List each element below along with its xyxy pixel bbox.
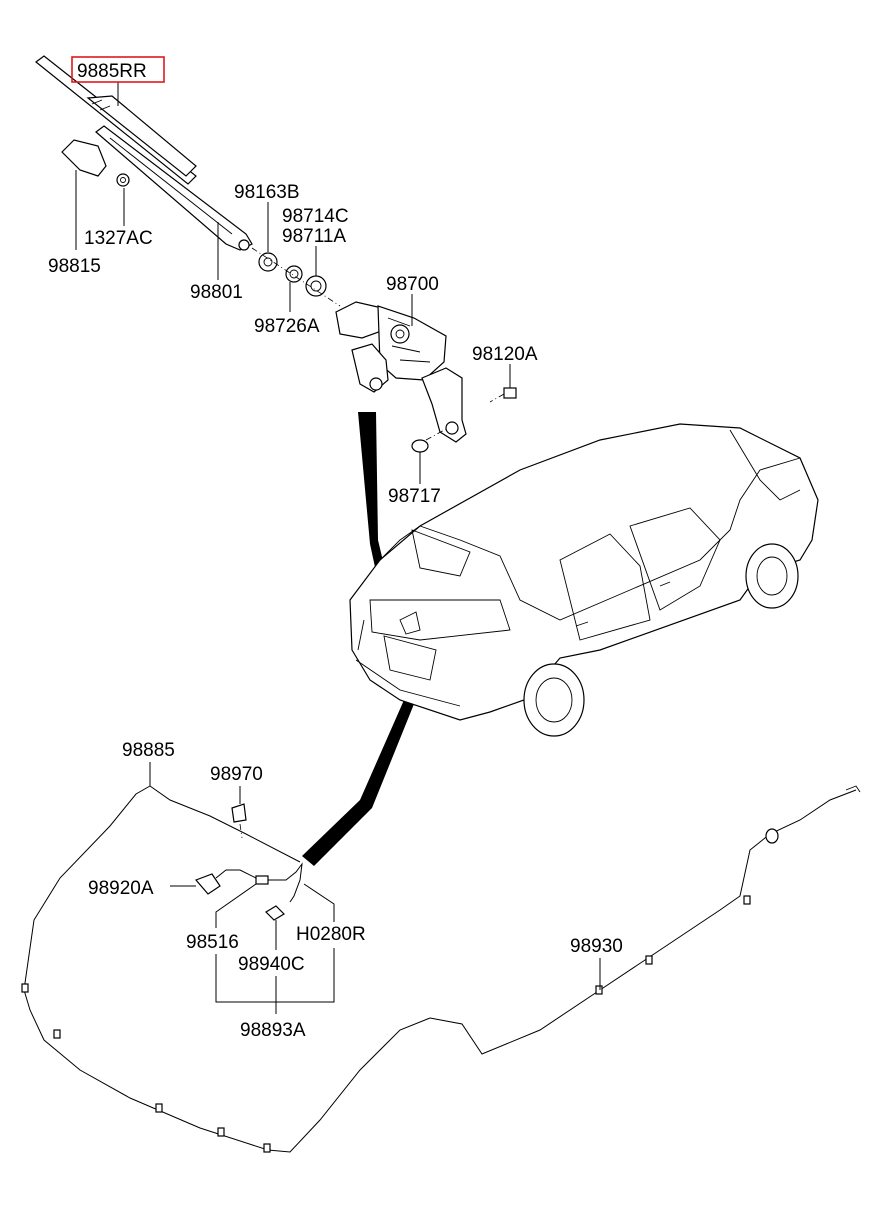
label-98516[interactable]: 98516 <box>186 932 239 953</box>
connector-98516[interactable] <box>255 875 269 885</box>
arm-cover[interactable] <box>61 139 107 177</box>
bolt-98120a[interactable] <box>489 387 517 403</box>
hose-98930[interactable] <box>429 785 861 1055</box>
label-98893a[interactable]: 98893A <box>240 1020 306 1041</box>
wiper-arm[interactable] <box>95 125 253 251</box>
label-98717[interactable]: 98717 <box>388 486 441 507</box>
label-98700[interactable]: 98700 <box>386 274 439 295</box>
label-98940c[interactable]: 98940C <box>238 954 305 975</box>
leader-lines <box>75 82 601 1014</box>
hose-98885[interactable] <box>21 785 431 1153</box>
nut-1327ac[interactable] <box>116 173 130 187</box>
wiper-motor[interactable] <box>335 301 467 443</box>
label-98714c[interactable]: 98714C <box>282 206 349 227</box>
label-98970[interactable]: 98970 <box>210 764 263 785</box>
label-98711a[interactable]: 98711A <box>282 226 346 247</box>
upper-arrow <box>358 412 396 618</box>
label-98163b[interactable]: 98163B <box>234 182 300 203</box>
selected-part-highlight <box>71 56 165 83</box>
label-98801[interactable]: 98801 <box>190 282 243 303</box>
cap-98163b[interactable] <box>258 252 278 272</box>
wiper-blade[interactable] <box>35 55 197 185</box>
label-98726a[interactable]: 98726A <box>254 316 320 337</box>
label-98930[interactable]: 98930 <box>570 936 623 957</box>
label-98920a[interactable]: 98920A <box>88 878 154 899</box>
label-1327ac[interactable]: 1327AC <box>84 228 153 249</box>
label-98815[interactable]: 98815 <box>48 256 101 277</box>
label-9885rr[interactable]: 9885RR <box>77 61 147 82</box>
clip-98970[interactable] <box>231 803 247 839</box>
lower-arrow <box>302 700 414 866</box>
label-98885[interactable]: 98885 <box>122 740 175 761</box>
label-h0280r[interactable]: H0280R <box>296 924 366 945</box>
clip-98940c[interactable] <box>265 905 285 921</box>
label-98120a[interactable]: 98120A <box>472 344 538 365</box>
vehicle-illustration <box>349 423 819 737</box>
connector-h0280r[interactable] <box>268 862 303 903</box>
